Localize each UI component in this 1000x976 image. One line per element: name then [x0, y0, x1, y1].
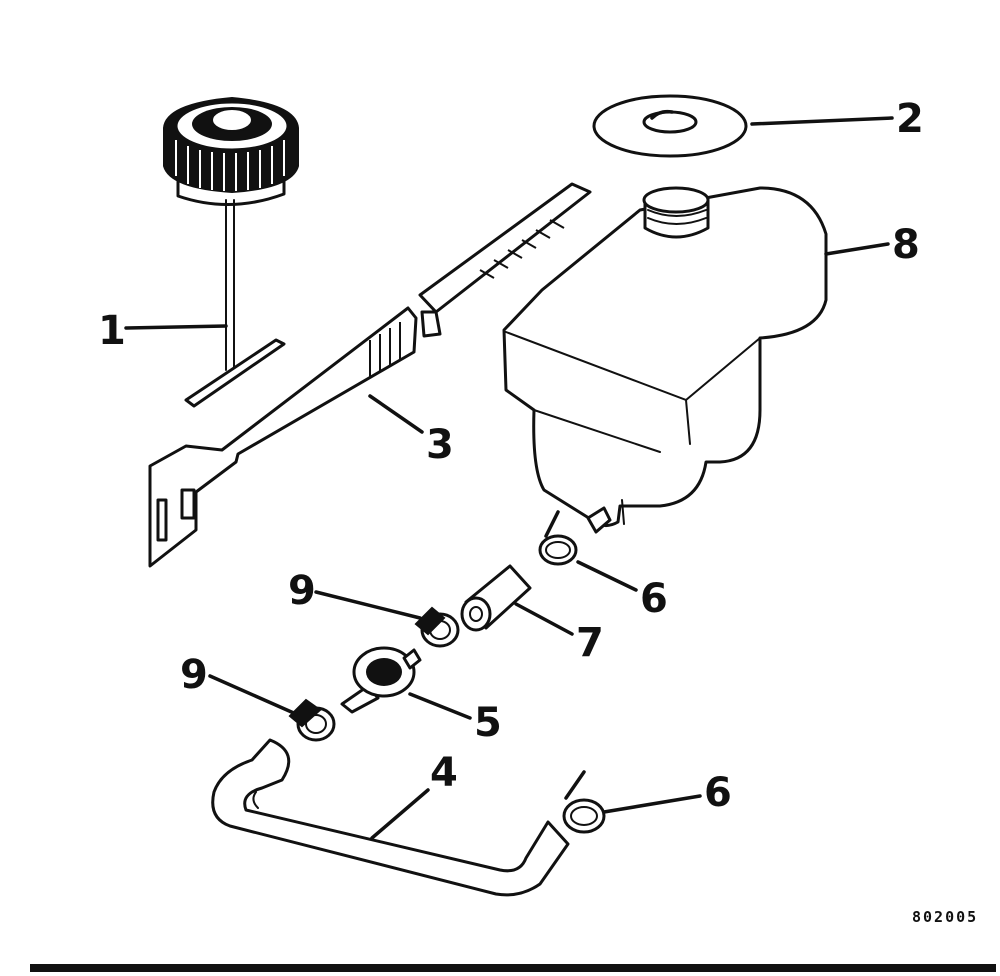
hose-part	[211, 738, 570, 897]
short-hose-part	[460, 564, 532, 632]
leader-9b	[208, 674, 298, 716]
fill-ring-part	[592, 94, 748, 158]
leader-9a	[314, 590, 422, 620]
leader-1	[124, 324, 228, 330]
leader-lines	[124, 116, 894, 840]
reservoir-part	[502, 186, 828, 534]
callout-label-7: 7	[576, 620, 604, 666]
leader-7	[514, 602, 574, 636]
bottom-rule	[30, 964, 996, 972]
callout-label-4: 4	[430, 750, 458, 796]
callout-label-1: 1	[98, 308, 126, 354]
callout-label-9b: 9	[180, 652, 208, 698]
leader-6a	[576, 560, 638, 592]
leader-3	[368, 394, 424, 434]
leader-4	[370, 788, 430, 840]
callout-label-9a: 9	[288, 568, 316, 614]
clamp-lower-part	[562, 770, 606, 834]
cap-dipstick-part	[163, 96, 299, 408]
callout-label-5: 5	[474, 700, 502, 746]
leader-5	[408, 692, 472, 720]
clip-upper-part	[414, 606, 460, 648]
callout-label-8: 8	[892, 222, 920, 268]
clip-lower-part	[288, 698, 336, 742]
callout-label-6a: 6	[640, 576, 668, 622]
callout-label-3: 3	[426, 422, 454, 468]
figure-code: 802005	[912, 908, 978, 926]
callout-label-2: 2	[896, 96, 924, 142]
leader-2	[750, 116, 894, 126]
bracket-strap-part	[148, 182, 592, 568]
leader-8	[824, 242, 890, 256]
clamp-upper-part	[538, 510, 578, 566]
leader-6b	[602, 794, 702, 814]
callout-label-6b: 6	[704, 770, 732, 816]
check-valve-part	[340, 646, 422, 714]
